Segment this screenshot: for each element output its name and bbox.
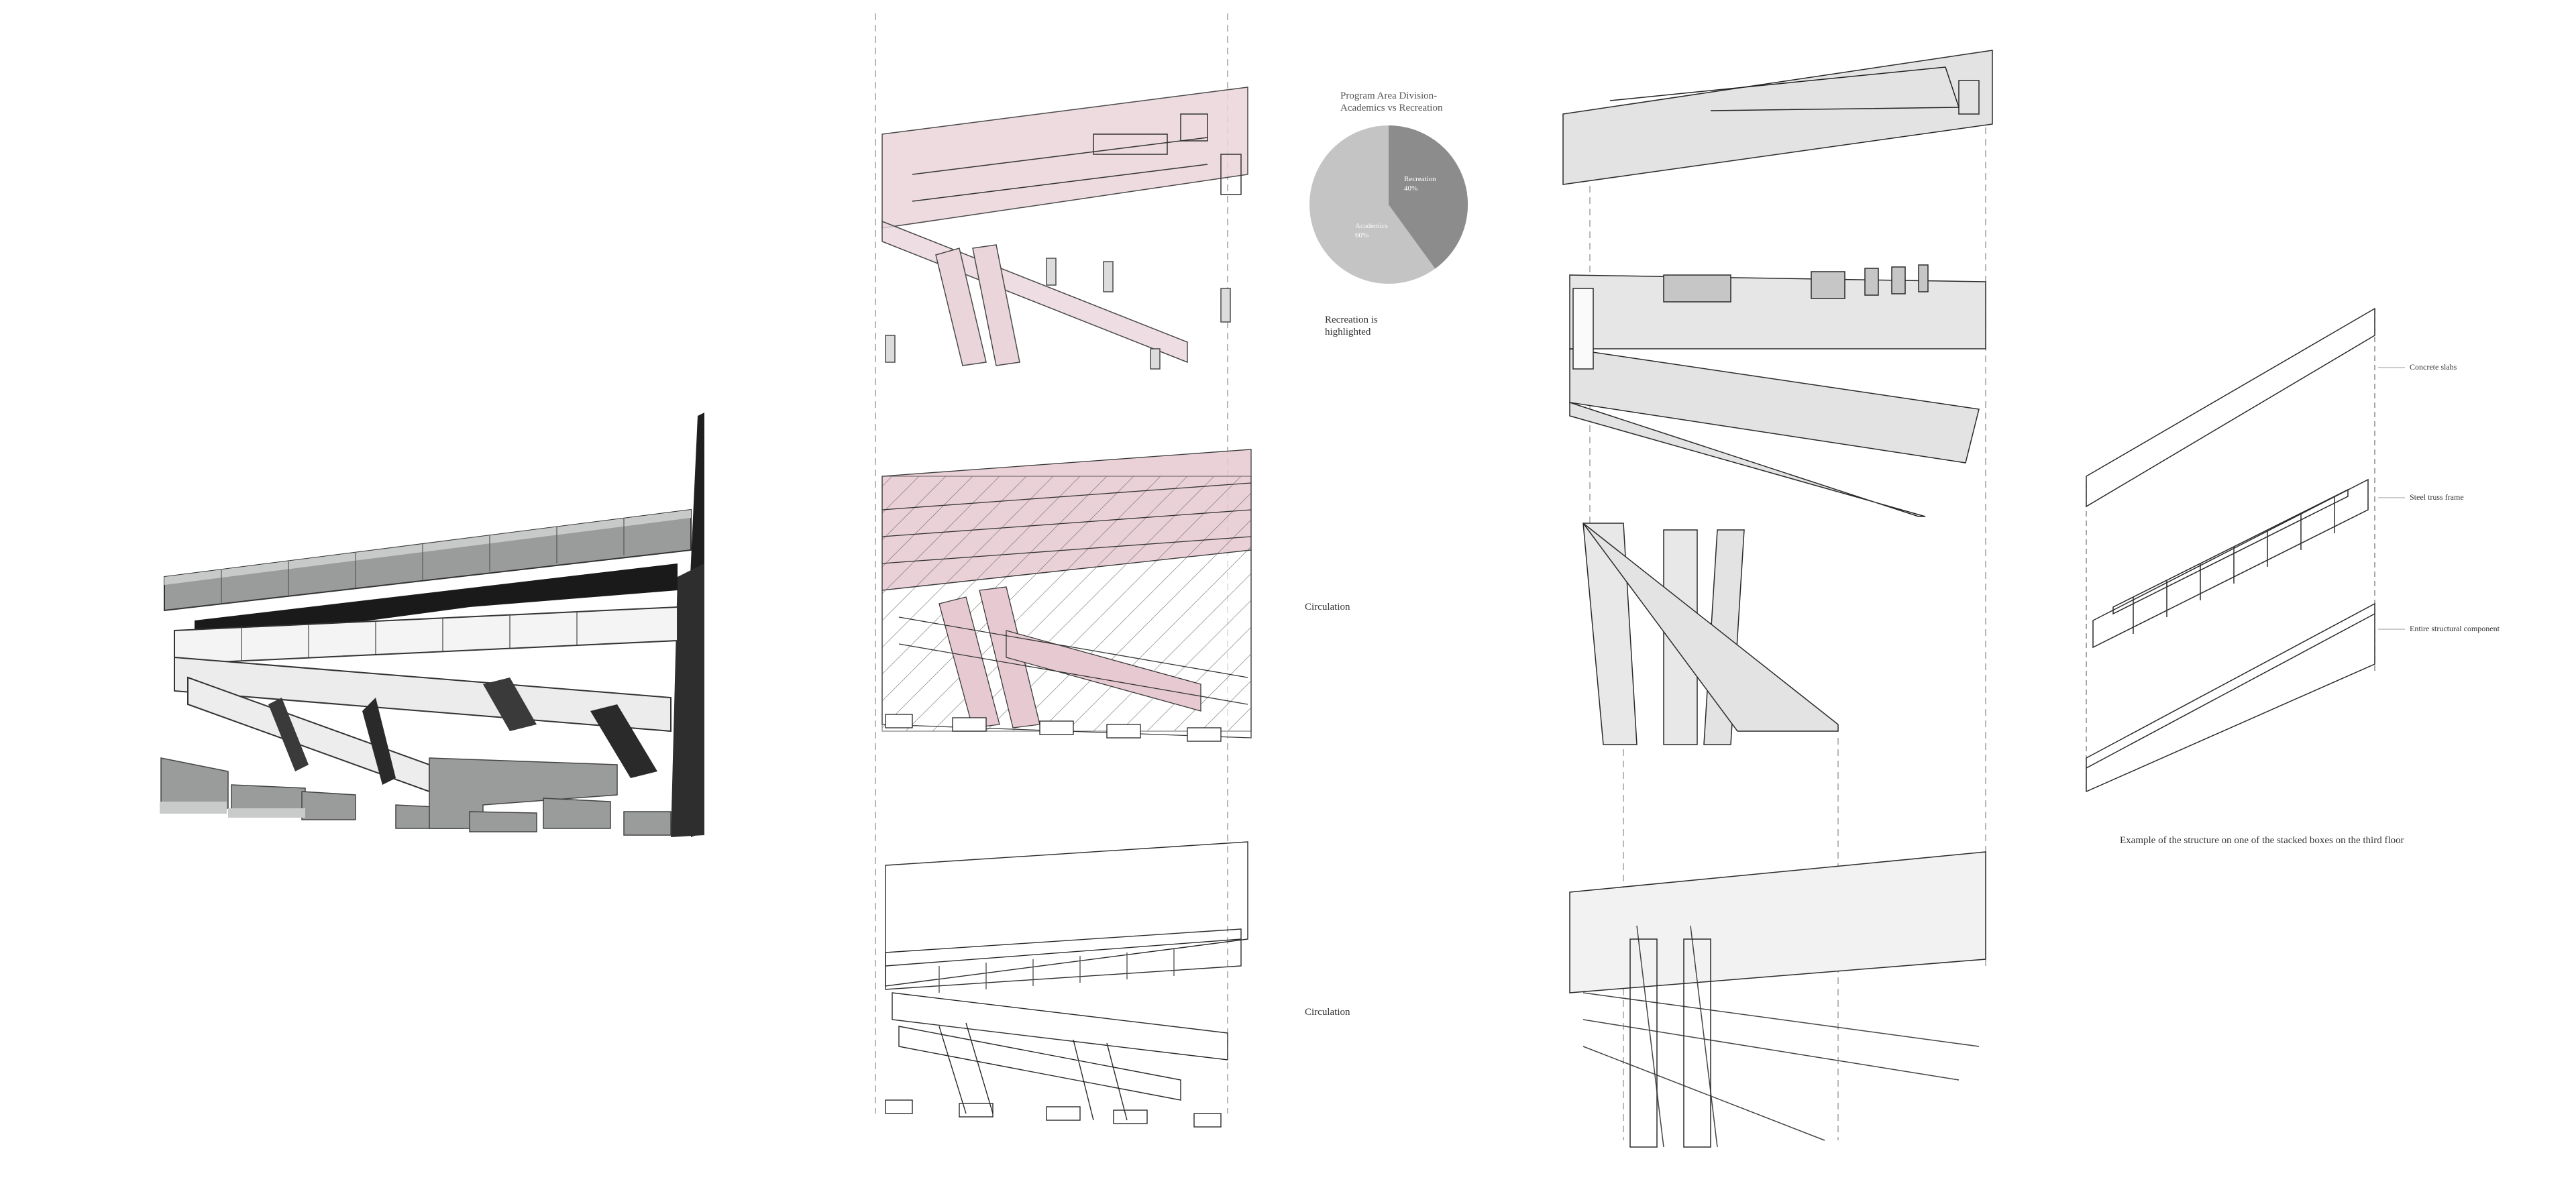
- label-entire-structural-component: Entire structural component: [2410, 624, 2500, 633]
- label-steel-truss-frame: Steel truss frame: [2410, 492, 2464, 502]
- steel-truss-frame: [2092, 478, 2369, 649]
- program-area-pie-chart: Recreation 40% Academics 60%: [1309, 125, 1468, 284]
- entire-structural-component: [2086, 602, 2375, 793]
- pie-title-line1: Program Area Division-: [1340, 91, 1438, 101]
- recreation-note-line1: Recreation is: [1325, 315, 1378, 325]
- concrete-slab: [2086, 307, 2375, 508]
- circulation-label-1: Circulation: [1305, 602, 1350, 612]
- recreation-note-line2: highlighted: [1325, 327, 1371, 337]
- exploded-axon-stack: [875, 13, 1252, 1128]
- rendered-model-view: [160, 413, 704, 837]
- recreation-note: Recreation is highlighted: [1325, 314, 1432, 338]
- pie-value-academics: 60%: [1355, 231, 1368, 239]
- structure-detail: [2086, 307, 2375, 793]
- pie-slice-recreation: [1389, 125, 1468, 269]
- exploded-floor-plates: [1562, 50, 1993, 1148]
- pie-value-recreation: 40%: [1404, 184, 1417, 193]
- pie-title-line2: Academics vs Recreation: [1340, 103, 1443, 113]
- pie-label-recreation: Recreation: [1404, 175, 1436, 183]
- circulation-label-2: Circulation: [1305, 1007, 1350, 1018]
- axon-level-top: [881, 87, 1248, 370]
- axon-level-middle: [881, 449, 1252, 742]
- structure-caption: Example of the structure on one of the s…: [2120, 835, 2404, 846]
- pie-title: Program Area Division- Academics vs Recr…: [1340, 90, 1474, 114]
- label-concrete-slabs: Concrete slabs: [2410, 362, 2457, 372]
- pie-label-academics: Academics: [1355, 222, 1388, 230]
- axon-level-bottom: [885, 841, 1248, 1128]
